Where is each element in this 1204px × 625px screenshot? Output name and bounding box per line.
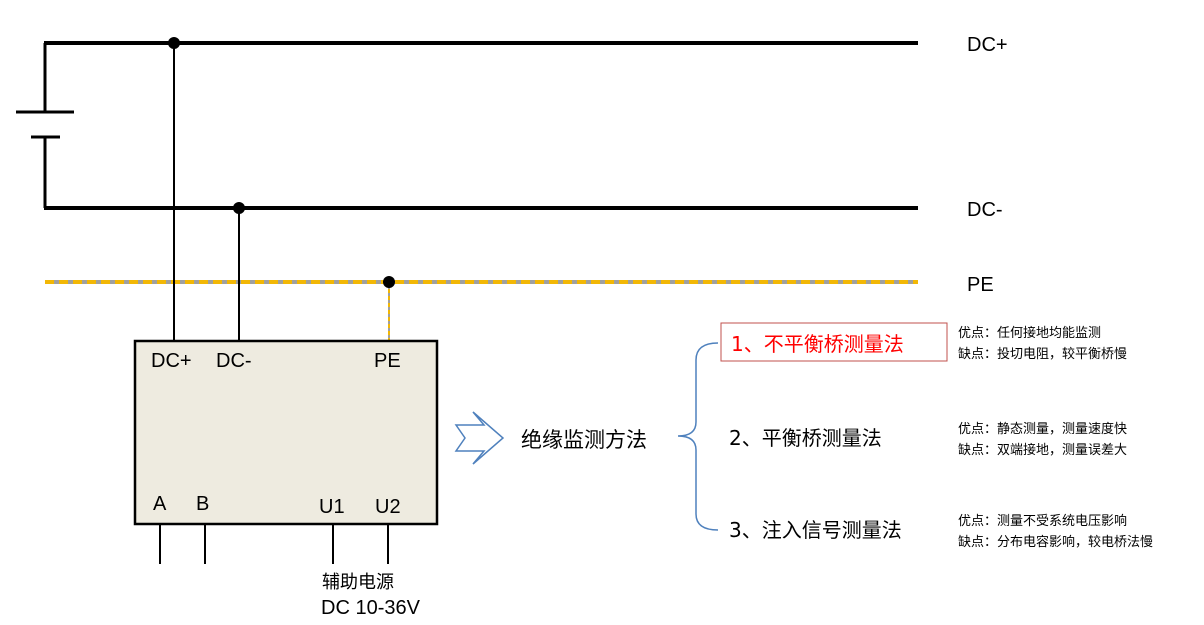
method-1-highlight-box: [720, 322, 948, 362]
methods-title: 绝缘监测方法: [521, 428, 647, 452]
device-terminal-dc-minus: DC-: [216, 350, 252, 372]
monitor-device-box: [133, 339, 439, 526]
device-terminal-b: B: [196, 493, 209, 515]
block-arrow-icon: [454, 411, 505, 465]
method-2-cons: 缺点：双端接地，测量误差大: [958, 442, 1127, 458]
aux-power-label: 辅助电源: [322, 572, 394, 593]
methods-brace: [677, 342, 719, 531]
dc-minus-junction: [233, 202, 245, 214]
battery-symbol: [16, 43, 74, 208]
device-terminal-u1: U1: [319, 496, 345, 518]
method-1-cons: 缺点：投切电阻，较平衡桥慢: [958, 346, 1127, 362]
device-terminal-u2: U2: [375, 496, 401, 518]
device-terminal-pe: PE: [374, 350, 401, 372]
aux-power-voltage: DC 10-36V: [321, 597, 421, 619]
dc-plus-bus-label: DC+: [967, 34, 1008, 56]
method-2-name: 2、平衡桥测量法: [729, 426, 882, 450]
dc-minus-bus-label: DC-: [967, 199, 1003, 221]
dc-plus-junction: [168, 37, 180, 49]
pe-bus-label: PE: [967, 274, 994, 296]
device-terminal-a: A: [153, 493, 167, 515]
device-terminal-dc-plus: DC+: [151, 350, 192, 372]
method-2-pros: 优点：静态测量，测量速度快: [958, 421, 1127, 437]
method-1-name: 1、不平衡桥测量法: [731, 332, 904, 356]
method-1-pros: 优点：任何接地均能监测: [958, 325, 1101, 341]
method-3-cons: 缺点：分布电容影响，较电桥法慢: [958, 534, 1153, 550]
pe-junction: [383, 276, 395, 288]
method-3-name: 3、注入信号测量法: [729, 518, 902, 542]
method-3-pros: 优点：测量不受系统电压影响: [958, 513, 1127, 529]
